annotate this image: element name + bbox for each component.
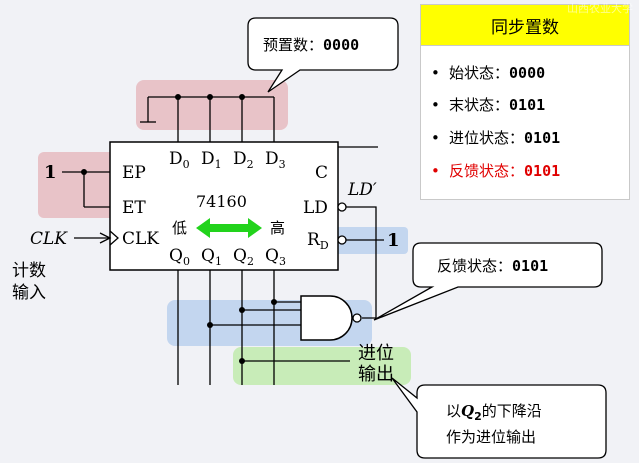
pin-clk: CLK <box>122 229 159 249</box>
feedback-callout-text: 反馈状态：0101 <box>437 257 548 275</box>
rd-bubble <box>337 235 347 245</box>
pin-q3: Q3 <box>265 246 286 268</box>
nand-output-bubble <box>352 313 362 323</box>
preset-callout-text: 预置数：0000 <box>263 36 359 54</box>
low-high-arrow <box>196 218 262 238</box>
ld-feedback-wire <box>346 206 377 319</box>
carry-output-label-2: 输出 <box>358 364 394 385</box>
preset-callout-bubble <box>247 17 399 93</box>
feedback-callout-bubble <box>373 242 603 321</box>
bullet-icon: • <box>431 96 440 114</box>
count-input-label-2: 输入 <box>12 283 46 303</box>
bullet-icon: • <box>431 162 440 180</box>
carry-highlight <box>233 347 411 385</box>
state-item-carry: •进位状态：0101 <box>431 129 561 147</box>
pin-c: C <box>315 163 328 183</box>
ep-et-junction <box>81 169 87 175</box>
pin-ep: EP <box>122 163 146 183</box>
high-label: 高 <box>270 219 285 237</box>
count-input-label-1: 计数 <box>12 261 46 281</box>
preset-junctions <box>175 94 245 100</box>
pin-d1: D1 <box>201 149 222 171</box>
pin-d3: D3 <box>265 149 286 171</box>
state-item-feedback: •反馈状态：0101 <box>431 162 561 180</box>
chip-name: 74160 <box>196 192 247 211</box>
pin-et: ET <box>122 198 146 218</box>
rd-input-1: 1 <box>387 230 400 251</box>
note-callout-line2: 作为进位输出 <box>446 428 536 446</box>
sync-preset-panel: 同步置数 •始状态：0000 •末状态：0101 •进位状态：0101 •反馈状… <box>420 4 630 200</box>
note-callout-line1: 以Q2的下降沿 <box>446 402 542 423</box>
low-label: 低 <box>172 219 187 237</box>
note-callout-bubble <box>391 377 607 459</box>
preset-highlight <box>136 80 288 130</box>
ld-bubble <box>337 202 347 212</box>
q-output-wiring <box>177 270 350 385</box>
bullet-icon: • <box>431 64 440 82</box>
clk-edge-marker <box>109 230 119 246</box>
pin-rd: RD <box>307 230 329 252</box>
ld-prime-label: LD′ <box>347 180 377 200</box>
panel-title: 同步置数 <box>421 5 629 46</box>
pin-q1: Q1 <box>201 246 222 268</box>
carry-output-label-1: 进位 <box>358 343 394 364</box>
state-item-start: •始状态：0000 <box>431 64 546 82</box>
pin-d0: D0 <box>169 149 190 171</box>
chip-74160 <box>109 141 339 271</box>
ep-et-input-1: 1 <box>44 162 57 183</box>
state-item-end: •末状态：0101 <box>431 96 546 114</box>
pin-q0: Q0 <box>169 246 190 268</box>
panel-title-text: 同步置数 <box>491 17 559 38</box>
pin-q2: Q2 <box>233 246 254 268</box>
nand-gate <box>300 295 353 341</box>
pin-ld: LD <box>303 198 328 218</box>
bullet-icon: • <box>431 129 440 147</box>
clk-signal-label: CLK <box>30 229 68 249</box>
clk-arrow-head <box>99 232 112 244</box>
q-output-junctions <box>207 299 277 364</box>
watermark: 山西农业大学 <box>567 2 633 15</box>
pin-d2: D2 <box>233 149 254 171</box>
